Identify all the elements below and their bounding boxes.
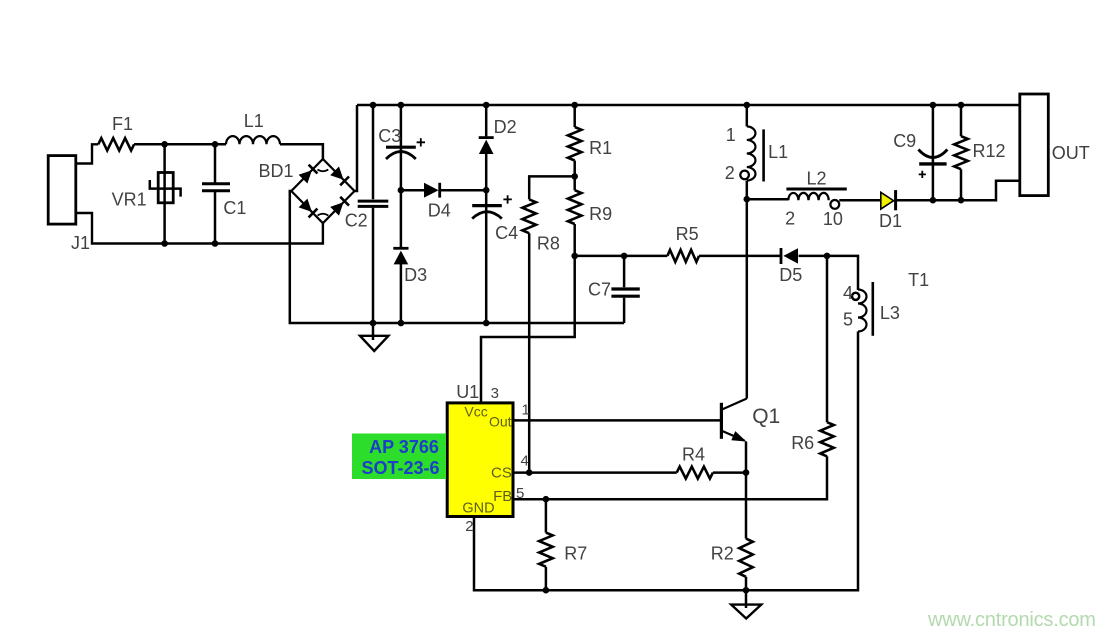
svg-text:R1: R1 — [589, 138, 612, 158]
svg-text:R6: R6 — [791, 433, 814, 453]
svg-text:C1: C1 — [223, 198, 246, 218]
svg-text:2: 2 — [725, 163, 735, 183]
svg-text:R4: R4 — [682, 445, 705, 465]
svg-text:10: 10 — [823, 209, 843, 229]
svg-text:L3: L3 — [880, 303, 900, 323]
svg-text:Q1: Q1 — [752, 405, 780, 428]
svg-text:C4: C4 — [495, 223, 518, 243]
svg-text:C9: C9 — [893, 131, 916, 151]
svg-text:R7: R7 — [564, 544, 587, 564]
svg-text:F1: F1 — [112, 114, 133, 134]
svg-text:J1: J1 — [71, 233, 90, 253]
svg-text:U1: U1 — [456, 382, 479, 402]
svg-text:5: 5 — [843, 310, 853, 330]
svg-text:3: 3 — [491, 385, 499, 402]
svg-text:R8: R8 — [537, 234, 560, 254]
svg-text:FB: FB — [493, 488, 512, 505]
svg-text:L1: L1 — [768, 142, 788, 162]
svg-text:1: 1 — [726, 125, 736, 145]
svg-text:R9: R9 — [589, 204, 612, 224]
svg-text:www.cntronics.com: www.cntronics.com — [927, 609, 1096, 631]
svg-text:C7: C7 — [588, 280, 611, 300]
svg-text:C3: C3 — [378, 126, 401, 146]
svg-text:L2: L2 — [807, 169, 827, 189]
svg-text:D1: D1 — [879, 211, 902, 231]
svg-text:4: 4 — [843, 283, 853, 303]
svg-text:AP 3766: AP 3766 — [369, 437, 439, 457]
svg-text:4: 4 — [521, 453, 529, 470]
svg-text:1: 1 — [522, 402, 530, 419]
svg-text:C2: C2 — [345, 211, 368, 231]
svg-text:Vcc: Vcc — [464, 404, 487, 420]
svg-text:L1: L1 — [244, 111, 264, 131]
svg-text:R5: R5 — [676, 224, 699, 244]
svg-text:OUT: OUT — [1052, 143, 1090, 163]
svg-text:2: 2 — [785, 209, 795, 229]
svg-text:D4: D4 — [428, 201, 451, 221]
svg-text:CS: CS — [491, 465, 512, 482]
svg-text:D5: D5 — [779, 265, 802, 285]
svg-text:5: 5 — [516, 485, 524, 502]
svg-text:T1: T1 — [908, 270, 929, 290]
svg-text:2: 2 — [465, 518, 473, 535]
svg-text:R12: R12 — [973, 141, 1006, 161]
svg-text:D3: D3 — [404, 265, 427, 285]
svg-text:SOT-23-6: SOT-23-6 — [361, 458, 439, 478]
svg-text:VR1: VR1 — [112, 190, 147, 210]
svg-text:GND: GND — [462, 501, 494, 517]
svg-text:BD1: BD1 — [259, 161, 294, 181]
svg-text:R2: R2 — [711, 544, 734, 564]
svg-text:Out: Out — [489, 414, 512, 430]
svg-text:D2: D2 — [494, 117, 517, 137]
